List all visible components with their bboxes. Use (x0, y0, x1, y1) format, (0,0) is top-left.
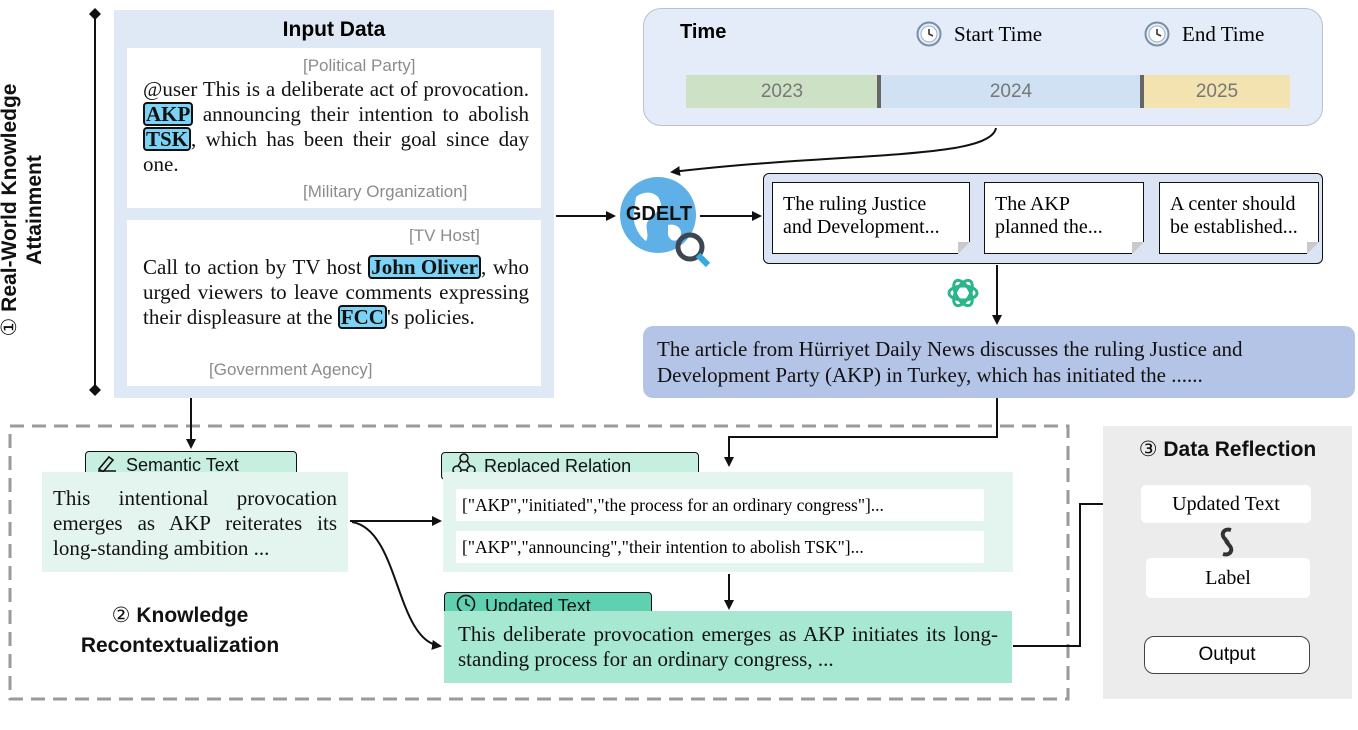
section-title: Real-World Knowledge Attainment (0, 83, 46, 312)
pencil-icon (96, 454, 118, 477)
year-2023: 2023 (686, 75, 878, 108)
clock-icon (1144, 21, 1170, 47)
entity-tag-political-party: [Political Party] (303, 56, 416, 75)
timeline-divider (1140, 75, 1144, 108)
section-recontext-title: ② Knowledge Recontextualization (80, 604, 280, 657)
entity-akp: AKP (143, 102, 194, 126)
clock-icon (916, 21, 942, 47)
input-data-panel: Input Data [Political Party] @user This … (114, 10, 554, 398)
doc-card-1: The ruling Justice and Development... (772, 182, 970, 254)
entity-tsk: TSK (143, 127, 192, 151)
end-time-label: End Time (1182, 22, 1265, 46)
doc-card-3: A center should be established... (1159, 182, 1319, 254)
semantic-text: This intentional provocation emerges as … (53, 486, 337, 560)
example-2-text: Call to action by TV host John Oliver, w… (143, 255, 529, 329)
relation-row-2: ["AKP","announcing","their intention to … (456, 531, 984, 563)
doc-card-2: The AKP planned the... (984, 182, 1144, 254)
start-time-label: Start Time (954, 22, 1043, 46)
entity-tag-tv-host: [TV Host] (409, 226, 480, 245)
entity-tag-government-agency: [Government Agency] (209, 360, 373, 379)
example-1-text: @user This is a deliberate act of provoc… (143, 77, 529, 176)
entity-tag-military-organization: [Military Organization] (303, 182, 468, 201)
year-2024: 2024 (881, 75, 1141, 108)
reflection-output: Output (1144, 636, 1310, 674)
link-icon (1212, 526, 1242, 558)
relation-row-1: ["AKP","initiated","the process for an o… (456, 489, 984, 521)
entity-john-oliver: John Oliver (368, 255, 482, 279)
input-example-1: [Political Party] @user This is a delibe… (127, 48, 541, 208)
section-reflection-title: ③ Data Reflection (1138, 438, 1317, 461)
updated-text-box: This deliberate provocation emerges as A… (444, 611, 1012, 683)
time-panel: Time Start Time End Time 2023 2024 2025 (643, 8, 1323, 126)
time-title: Time (680, 21, 727, 43)
input-example-2: [TV Host] Call to action by TV host John… (127, 220, 541, 386)
input-data-title: Input Data (282, 18, 386, 41)
section-number: ① (0, 317, 21, 337)
semantic-text-box: This intentional provocation emerges as … (42, 472, 348, 572)
section-attainment-label: ① Real-World Knowledge Attainment (0, 50, 47, 370)
updated-text: This deliberate provocation emerges as A… (458, 622, 998, 671)
retrieved-docs-panel: The ruling Justice and Development... Th… (763, 173, 1323, 264)
gdelt-label: GDELT (625, 203, 693, 225)
timeline-divider (877, 75, 881, 108)
year-2025: 2025 (1144, 75, 1290, 108)
gdelt-globe: GDELT (618, 175, 711, 268)
entity-fcc: FCC (337, 305, 387, 329)
article-summary: The article from Hürriyet Daily News dis… (643, 326, 1355, 398)
chatgpt-icon (944, 274, 982, 312)
globe-icon (620, 177, 711, 268)
reflection-label: Label (1146, 558, 1310, 598)
reflection-updated-text: Updated Text (1141, 485, 1311, 523)
